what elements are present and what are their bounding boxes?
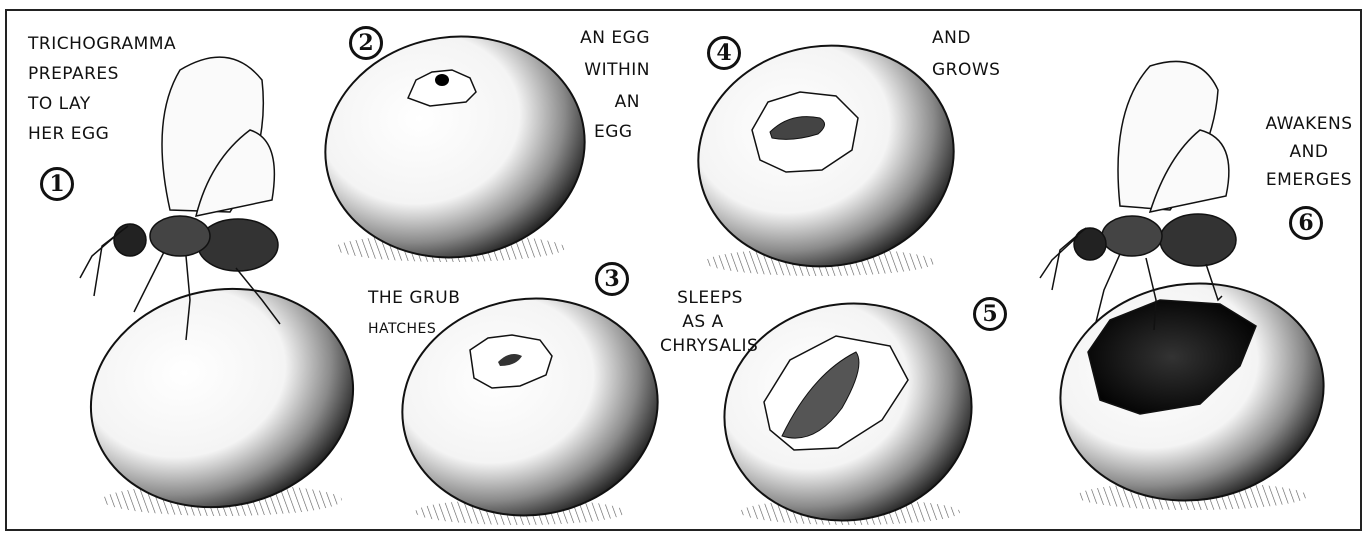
egg-3 [388, 282, 672, 532]
egg-1 [70, 265, 373, 531]
caption-4-line-2: GROWS [932, 62, 1000, 79]
caption-1-line-1: TRICHOGRAMMA [28, 36, 176, 53]
caption-6-line-2: AND [1254, 144, 1364, 161]
caption-2-line-4: EGG [594, 124, 633, 141]
caption-2-line-1: AN EGG [530, 30, 650, 47]
step-number-4: 4 [707, 36, 741, 70]
caption-4-line-1: AND [932, 30, 971, 47]
caption-6-line-3: EMERGES [1254, 172, 1364, 189]
step-number-1: 1 [40, 167, 74, 201]
step-number-3: 3 [595, 262, 629, 296]
caption-5-line-3: CHRYSALIS [660, 338, 758, 355]
step-number-2: 2 [349, 26, 383, 60]
egg-6 [1046, 267, 1337, 518]
caption-2-line-3: AN [530, 94, 640, 111]
caption-1-line-2: PREPARES [28, 66, 119, 83]
caption-6-line-1: AWAKENS [1254, 116, 1364, 133]
step-number-6: 6 [1289, 206, 1323, 240]
inner-egg-icon [435, 74, 449, 86]
caption-3-line-2: HATCHES [368, 322, 436, 336]
caption-5-line-2: AS A [658, 314, 748, 331]
caption-5-line-1: SLEEPS [658, 290, 762, 307]
caption-1-line-4: HER EGG [28, 126, 109, 143]
caption-1-line-3: TO LAY [28, 96, 91, 113]
caption-2-line-2: WITHIN [530, 62, 650, 79]
egg-2 [311, 20, 599, 274]
egg-5 [707, 284, 989, 535]
caption-3-line-1: THE GRUB [368, 290, 460, 307]
step-number-5: 5 [973, 297, 1007, 331]
